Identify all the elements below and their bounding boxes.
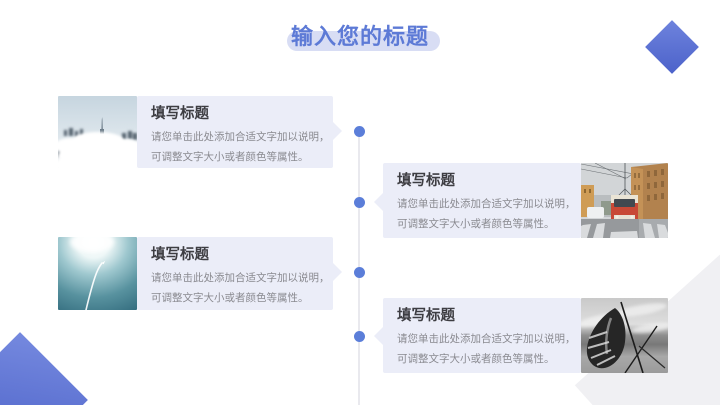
timeline-card-2[interactable]: 填写标题 请您单击此处添加合适文字加以说明， 可调整文字大小或者颜色等属性。 (374, 163, 581, 238)
card-desc-line: 可调整文字大小或者颜色等属性。 (151, 151, 309, 163)
card-desc-line: 可调整文字大小或者颜色等属性。 (151, 292, 309, 304)
sun-glare-contrail-photo[interactable] (58, 237, 137, 310)
card-title[interactable]: 填写标题 (151, 247, 209, 263)
timeline-dot-1 (354, 126, 365, 137)
monstera-leaf-bw-photo[interactable] (581, 298, 668, 373)
timeline-card-4[interactable]: 填写标题 请您单击此处添加合适文字加以说明， 可调整文字大小或者颜色等属性。 (374, 298, 581, 373)
clouds-city-tower-photo[interactable] (58, 96, 137, 168)
card-desc-line: 请您单击此处添加合适文字加以说明， (151, 272, 330, 284)
decor-diamond-bottom-left (0, 332, 88, 405)
timeline-card-1[interactable]: 填写标题 请您单击此处添加合适文字加以说明， 可调整文字大小或者颜色等属性。 (137, 96, 342, 168)
card-description[interactable]: 请您单击此处添加合适文字加以说明， 可调整文字大小或者颜色等属性。 (397, 329, 579, 369)
timeline-card-3[interactable]: 填写标题 请您单击此处添加合适文字加以说明， 可调整文字大小或者颜色等属性。 (137, 237, 342, 310)
card-title[interactable]: 填写标题 (151, 106, 209, 122)
card-desc-line: 可调整文字大小或者颜色等属性。 (397, 218, 555, 230)
monstera-leaf-bw-image (581, 298, 668, 373)
card-description[interactable]: 请您单击此处添加合适文字加以说明， 可调整文字大小或者颜色等属性。 (151, 127, 333, 167)
red-tram-street-image (581, 163, 668, 238)
slide-title[interactable]: 输入您的标题 (290, 24, 429, 49)
card-desc-line: 请您单击此处添加合适文字加以说明， (397, 333, 576, 345)
card-desc-line: 可调整文字大小或者颜色等属性。 (397, 353, 555, 365)
card-title[interactable]: 填写标题 (397, 308, 455, 324)
timeline-dot-2 (354, 197, 365, 208)
card-description[interactable]: 请您单击此处添加合适文字加以说明， 可调整文字大小或者颜色等属性。 (397, 194, 579, 234)
sun-glare-contrail-image (58, 237, 137, 310)
card-description[interactable]: 请您单击此处添加合适文字加以说明， 可调整文字大小或者颜色等属性。 (151, 268, 333, 308)
clouds-city-tower-image (58, 96, 137, 168)
card-desc-line: 请您单击此处添加合适文字加以说明， (151, 131, 330, 143)
card-desc-line: 请您单击此处添加合适文字加以说明， (397, 198, 576, 210)
card-title[interactable]: 填写标题 (397, 173, 455, 189)
timeline-dot-4 (354, 331, 365, 342)
title-highlight-pill (287, 31, 440, 51)
timeline-dot-3 (354, 267, 365, 278)
red-tram-street-photo[interactable] (581, 163, 668, 238)
